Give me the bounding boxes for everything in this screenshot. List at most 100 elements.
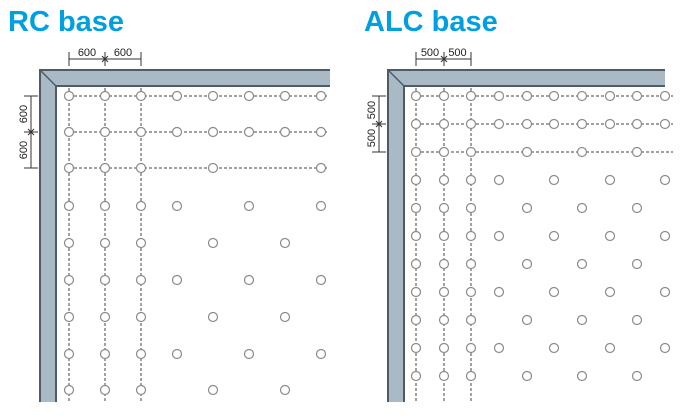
rc-anchor-hole [243, 348, 255, 360]
rc-anchor-hole [135, 200, 147, 212]
alc-anchor-hole [493, 286, 505, 298]
rc-anchor-hole [315, 126, 327, 138]
rc-anchor-hole [279, 126, 291, 138]
rc-anchor-hole [99, 90, 111, 102]
alc-anchor-hole [438, 370, 450, 382]
rc-anchor-hole [171, 348, 183, 360]
alc-anchor-hole [438, 230, 450, 242]
alc-anchor-hole [576, 90, 588, 102]
alc-anchor-hole [631, 118, 643, 130]
rc-anchor-hole [279, 90, 291, 102]
alc-base-panel: 500 500 500 500 [366, 47, 673, 402]
rc-anchor-hole [135, 162, 147, 174]
alc-base-title: ALC base [364, 6, 498, 38]
alc-anchor-hole [631, 314, 643, 326]
alc-anchor-hole [438, 90, 450, 102]
alc-anchor-hole [493, 118, 505, 130]
alc-dim-side-cross [375, 120, 383, 128]
alc-anchor-hole [438, 146, 450, 158]
rc-anchor-hole [63, 162, 75, 174]
rc-anchor-hole [135, 126, 147, 138]
rc-anchor-hole [315, 200, 327, 212]
rc-anchor-holes [63, 90, 327, 396]
rc-dim-top-2: 600 [114, 47, 132, 59]
alc-anchor-hole [576, 314, 588, 326]
rc-anchor-hole [207, 384, 219, 396]
rc-dim-top-cross [101, 55, 109, 63]
rc-anchor-hole [279, 237, 291, 249]
alc-anchor-hole [631, 202, 643, 214]
alc-anchor-hole [521, 258, 533, 270]
rc-anchor-hole [135, 274, 147, 286]
alc-anchor-hole [438, 342, 450, 354]
alc-anchor-hole [548, 342, 560, 354]
alc-dim-side-2: 500 [366, 129, 378, 147]
rc-anchor-hole [63, 200, 75, 212]
alc-dim-top-cross [440, 55, 448, 63]
alc-anchor-hole [465, 314, 477, 326]
rc-base-title: RC base [8, 6, 125, 38]
rc-corner-wall [39, 69, 330, 402]
rc-dim-side-1: 600 [18, 105, 30, 123]
alc-anchor-hole [410, 342, 422, 354]
alc-anchor-hole [576, 370, 588, 382]
alc-anchor-hole [438, 174, 450, 186]
rc-anchor-hole [63, 274, 75, 286]
rc-anchor-hole [135, 237, 147, 249]
rc-anchor-hole [63, 90, 75, 102]
rc-anchor-hole [279, 311, 291, 323]
rc-anchor-hole [135, 348, 147, 360]
rc-anchor-hole [207, 237, 219, 249]
alc-anchor-hole [659, 118, 671, 130]
alc-anchor-hole [465, 118, 477, 130]
rc-anchor-hole [315, 162, 327, 174]
alc-anchor-hole [659, 342, 671, 354]
alc-anchor-hole [410, 230, 422, 242]
alc-anchor-hole [521, 118, 533, 130]
rc-anchor-hole [315, 274, 327, 286]
rc-anchor-hole [207, 90, 219, 102]
rc-anchor-hole [243, 274, 255, 286]
alc-anchor-hole [410, 202, 422, 214]
alc-anchor-hole [604, 342, 616, 354]
rc-dim-side-cross [27, 128, 35, 136]
alc-anchor-hole [576, 146, 588, 158]
alc-anchor-hole [465, 174, 477, 186]
alc-anchor-hole [631, 90, 643, 102]
alc-anchor-hole [521, 146, 533, 158]
alc-anchor-hole [548, 230, 560, 242]
rc-anchor-hole [99, 384, 111, 396]
alc-anchor-hole [631, 258, 643, 270]
alc-anchor-hole [576, 258, 588, 270]
alc-anchor-hole [548, 118, 560, 130]
alc-anchor-hole [604, 90, 616, 102]
alc-anchor-hole [465, 230, 477, 242]
rc-anchor-hole [63, 384, 75, 396]
rc-anchor-hole [135, 311, 147, 323]
alc-anchor-hole [410, 286, 422, 298]
alc-anchor-hole [548, 90, 560, 102]
alc-anchor-hole [521, 202, 533, 214]
rc-anchor-hole [243, 200, 255, 212]
alc-dimensions: 500 500 500 500 [366, 47, 472, 153]
rc-wall-face [40, 70, 330, 402]
alc-anchor-hole [659, 286, 671, 298]
alc-anchor-hole [521, 314, 533, 326]
alc-anchor-hole [410, 370, 422, 382]
alc-anchor-hole [576, 202, 588, 214]
rc-anchor-hole [279, 384, 291, 396]
rc-anchor-hole [99, 274, 111, 286]
alc-anchor-hole [465, 202, 477, 214]
alc-anchor-hole [493, 174, 505, 186]
alc-dim-top-2: 500 [448, 47, 466, 59]
rc-anchor-hole [99, 348, 111, 360]
alc-anchor-hole [438, 202, 450, 214]
rc-anchor-hole [243, 90, 255, 102]
alc-anchor-hole [548, 174, 560, 186]
alc-anchor-hole [438, 258, 450, 270]
rc-anchor-hole [99, 162, 111, 174]
alc-anchor-hole [465, 258, 477, 270]
alc-anchor-hole [438, 314, 450, 326]
rc-anchor-hole [99, 126, 111, 138]
